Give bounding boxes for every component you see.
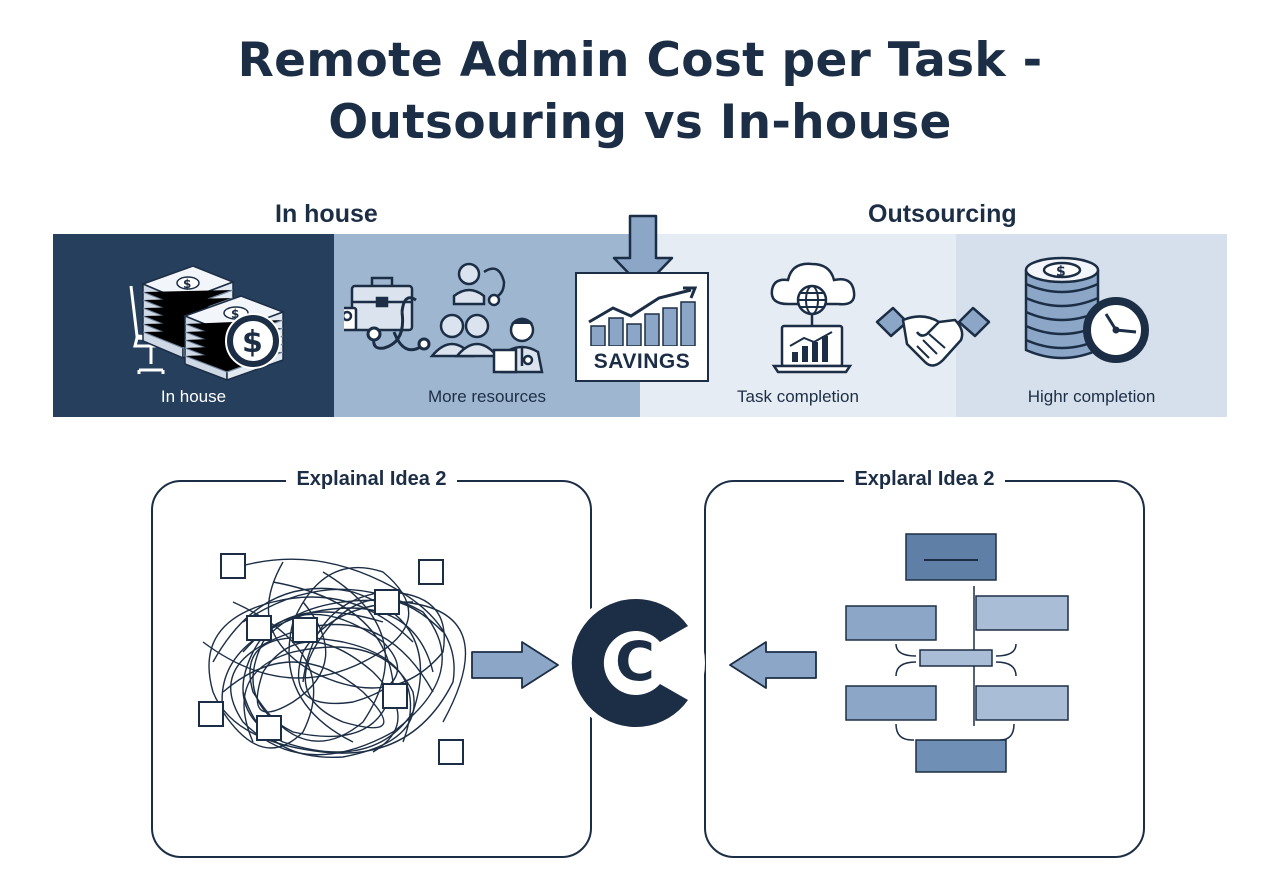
segment-caption: More resources — [427, 387, 547, 406]
svg-text:$: $ — [1056, 264, 1066, 280]
panel-title-right: Explaral Idea 2 — [844, 468, 1005, 490]
segment-in-house: $ $ $ In house — [53, 234, 334, 417]
label-in-house: In house — [275, 200, 378, 228]
comparison-banner: $ $ $ In house — [53, 234, 1227, 417]
center-logo-icon — [565, 593, 705, 733]
cloud-globe-icon — [770, 262, 856, 326]
panel-title-left: Explainal Idea 2 — [286, 468, 457, 490]
segment-caption: Task completion — [737, 387, 859, 406]
panel-explaral-idea: Explaral Idea 2 — [704, 468, 1145, 858]
right-arrow-icon — [471, 641, 559, 689]
label-outsourcing: Outsourcing — [868, 200, 1017, 228]
coin-stack-icon: $ — [1024, 256, 1100, 360]
structured-diagram-icon — [845, 533, 1069, 773]
svg-text:$: $ — [183, 277, 191, 291]
svg-text:$: $ — [242, 325, 263, 360]
savings-chart-icon — [588, 286, 698, 346]
savings-box: SAVINGS — [575, 272, 709, 382]
handshake-icon — [875, 306, 991, 367]
laptop-chart-icon — [771, 324, 853, 374]
page-title: Remote Admin Cost per Task - Outsouring … — [0, 30, 1280, 154]
doctor-icon — [492, 317, 544, 374]
title-line-1: Remote Admin Cost per Task - — [237, 33, 1043, 88]
savings-label: SAVINGS — [593, 350, 691, 373]
title-line-2: Outsouring vs In-house — [328, 95, 952, 150]
money-stack-icon: $ $ $ — [129, 265, 286, 381]
center-logo-letter: C — [615, 630, 655, 693]
panel-explainal-idea: Explainal Idea 2 — [151, 468, 592, 858]
briefcase-icon — [344, 276, 414, 332]
left-arrow-icon — [729, 641, 817, 689]
stethoscope-icon — [366, 296, 431, 352]
segment-caption: In house — [160, 387, 227, 406]
people-icon — [429, 313, 500, 358]
segment-highr-completion: $ Highr completion — [956, 234, 1227, 417]
segment-caption: Highr completion — [1027, 387, 1156, 406]
clock-icon — [1083, 297, 1149, 363]
tangled-network-icon — [198, 553, 467, 765]
dollar-coin-icon: $ — [225, 313, 281, 369]
svg-text:$: $ — [231, 307, 239, 321]
